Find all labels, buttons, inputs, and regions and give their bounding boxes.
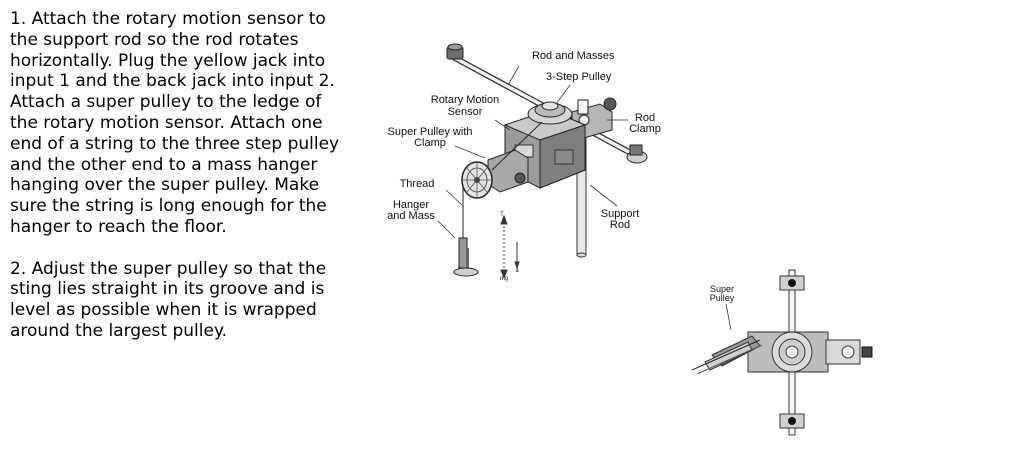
label-super-pulley-line-1: Super Pulley with [388,126,473,138]
step-2-text: 2. Adjust the super pulley so that the s… [10,258,327,341]
step-1-text: 1. Attach the rotary motion sensor to th… [10,9,340,237]
force-label-t: T [500,212,504,218]
instructions: 1. Attach the rotary motion sensor to th… [10,9,380,342]
sensor-top-view [747,331,873,373]
label-rotary-motion-sensor-line-1: Rotary Motion [431,94,499,106]
force-label-mg: mg [500,276,508,282]
thread-and-hanger [453,121,543,277]
label-rod-and-masses: Rod and Masses [532,50,615,62]
super-pulley [461,149,529,199]
force-label-a: a [515,268,519,274]
label-leaders [437,65,628,239]
super-pulley-top-view [691,335,763,375]
label-super-pulley-line-2: Clamp [414,137,446,149]
label-support-rod-line-2: Rod [610,219,630,231]
label-3-step-pulley: 3-Step Pulley [546,71,612,83]
three-step-pulley [527,101,573,125]
label-super-line-1: Super [710,284,734,294]
label-support-rod-line-1: Support [601,208,640,220]
label-rotary-motion-sensor-line-2: Sensor [448,106,483,118]
label-rod-clamp-line-1: Rod [635,112,655,124]
top-view-diagram: Super Pulley [691,269,873,436]
label-rod-clamp-line-2: Clamp [629,123,661,135]
leader-line [725,303,732,331]
label-hanger-line-1: Hanger [393,199,429,211]
apparatus-diagram: T a mg Rod and Masses 3-Step Pulley Rota… [387,43,661,282]
force-arrows [500,214,520,280]
label-thread: Thread [400,178,435,190]
label-pulley-line-2: Pulley [710,293,735,303]
label-hanger-line-2: and Mass [387,210,435,222]
